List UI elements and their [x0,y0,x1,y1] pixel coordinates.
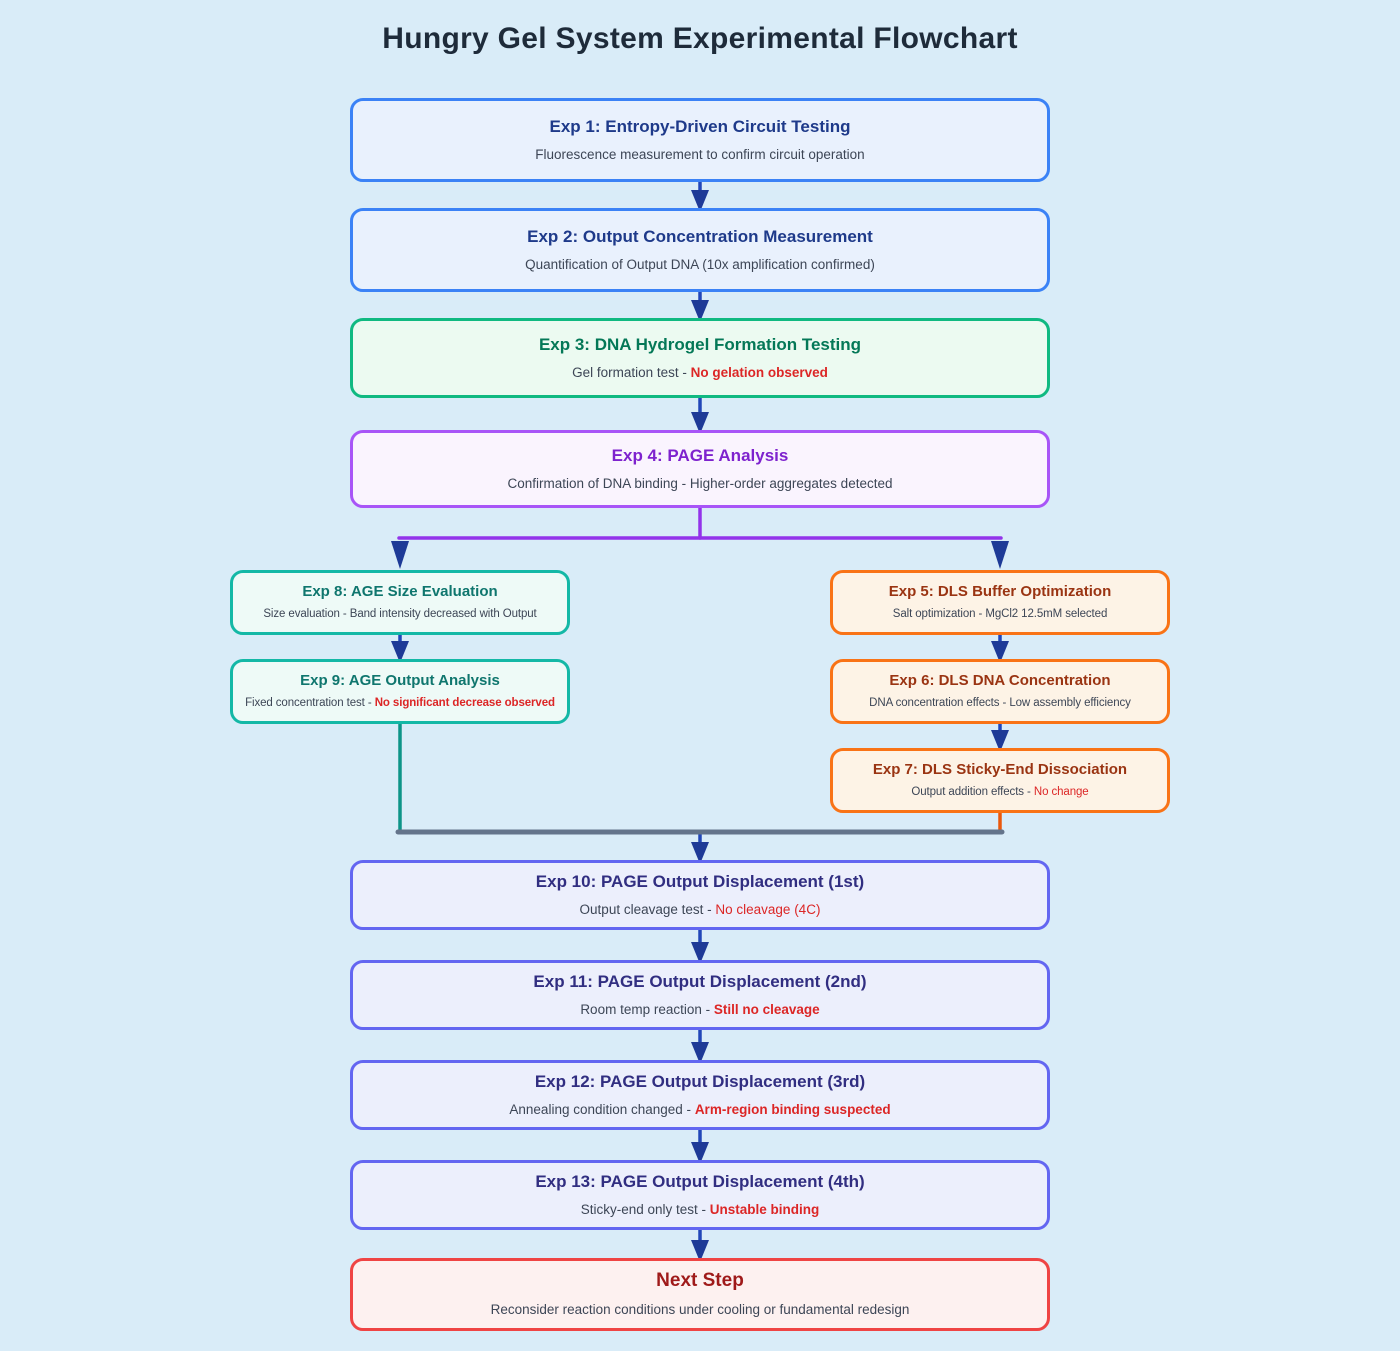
node-exp2: Exp 2: Output Concentration Measurement … [350,208,1050,292]
alert-text: No cleavage (4C) [715,901,821,917]
node-exp13: Exp 13: PAGE Output Displacement (4th) S… [350,1160,1050,1230]
node-subtitle: Reconsider reaction conditions under coo… [490,1302,910,1318]
node-title: Next Step [656,1270,744,1292]
node-exp11: Exp 11: PAGE Output Displacement (2nd) R… [350,960,1050,1030]
alert-text: No gelation observed [690,364,828,380]
alert-text: Arm-region binding suspected [694,1101,891,1117]
node-title: Exp 2: Output Concentration Measurement [527,227,873,247]
node-exp10: Exp 10: PAGE Output Displacement (1st) O… [350,860,1050,930]
node-subtitle: Size evaluation - Band intensity decreas… [263,607,537,620]
node-title: Exp 10: PAGE Output Displacement (1st) [535,872,865,892]
alert-text: Unstable binding [709,1201,820,1217]
node-subtitle: Sticky-end only test - Unstable binding [580,1201,820,1217]
node-title: Exp 13: PAGE Output Displacement (4th) [535,1172,865,1192]
node-title: Exp 3: DNA Hydrogel Formation Testing [538,335,862,355]
node-subtitle: DNA concentration effects - Low assembly… [869,696,1131,709]
node-subtitle: Fixed concentration test - No significan… [245,696,555,709]
node-next-step: Next Step Reconsider reaction conditions… [350,1258,1050,1331]
node-exp5: Exp 5: DLS Buffer Optimization Salt opti… [830,570,1170,635]
node-subtitle: Gel formation test - No gelation observe… [572,364,828,380]
node-title: Exp 1: Entropy-Driven Circuit Testing [549,117,851,137]
node-title: Exp 5: DLS Buffer Optimization [888,583,1112,601]
node-subtitle: Fluorescence measurement to confirm circ… [535,146,865,162]
node-exp4: Exp 4: PAGE Analysis Confirmation of DNA… [350,430,1050,508]
node-title: Exp 11: PAGE Output Displacement (2nd) [533,972,867,992]
node-exp8: Exp 8: AGE Size Evaluation Size evaluati… [230,570,570,635]
branch-arrowhead-right [991,541,1009,569]
node-exp9: Exp 9: AGE Output Analysis Fixed concent… [230,659,570,724]
alert-text: Still no cleavage [713,1001,820,1017]
node-subtitle: Salt optimization - MgCl2 12.5mM selecte… [892,607,1108,620]
node-title: Exp 7: DLS Sticky-End Dissociation [872,761,1128,779]
node-title: Exp 4: PAGE Analysis [611,446,789,466]
node-exp1: Exp 1: Entropy-Driven Circuit Testing Fl… [350,98,1050,182]
node-subtitle: Quantification of Output DNA (10x amplif… [525,256,875,272]
node-title: Exp 6: DLS DNA Concentration [889,672,1111,690]
node-subtitle: Output addition effects - No change [911,785,1089,798]
branch-arrowhead-left [391,541,409,569]
node-exp12: Exp 12: PAGE Output Displacement (3rd) A… [350,1060,1050,1130]
node-title: Exp 12: PAGE Output Displacement (3rd) [534,1072,866,1092]
node-exp3: Exp 3: DNA Hydrogel Formation Testing Ge… [350,318,1050,398]
node-exp6: Exp 6: DLS DNA Concentration DNA concent… [830,659,1170,724]
node-title: Exp 8: AGE Size Evaluation [302,583,498,601]
node-subtitle: Output cleavage test - No cleavage (4C) [579,901,821,917]
branch-split-line [397,506,1003,540]
node-subtitle: Annealing condition changed - Arm-region… [509,1101,891,1117]
node-subtitle: Confirmation of DNA binding - Higher-ord… [507,475,893,491]
node-title: Exp 9: AGE Output Analysis [300,672,500,690]
node-exp7: Exp 7: DLS Sticky-End Dissociation Outpu… [830,748,1170,813]
alert-text: No change [1033,785,1089,798]
page-title: Hungry Gel System Experimental Flowchart [382,22,1018,55]
alert-text: No significant decrease observed [374,696,555,709]
node-subtitle: Room temp reaction - Still no cleavage [580,1001,820,1017]
